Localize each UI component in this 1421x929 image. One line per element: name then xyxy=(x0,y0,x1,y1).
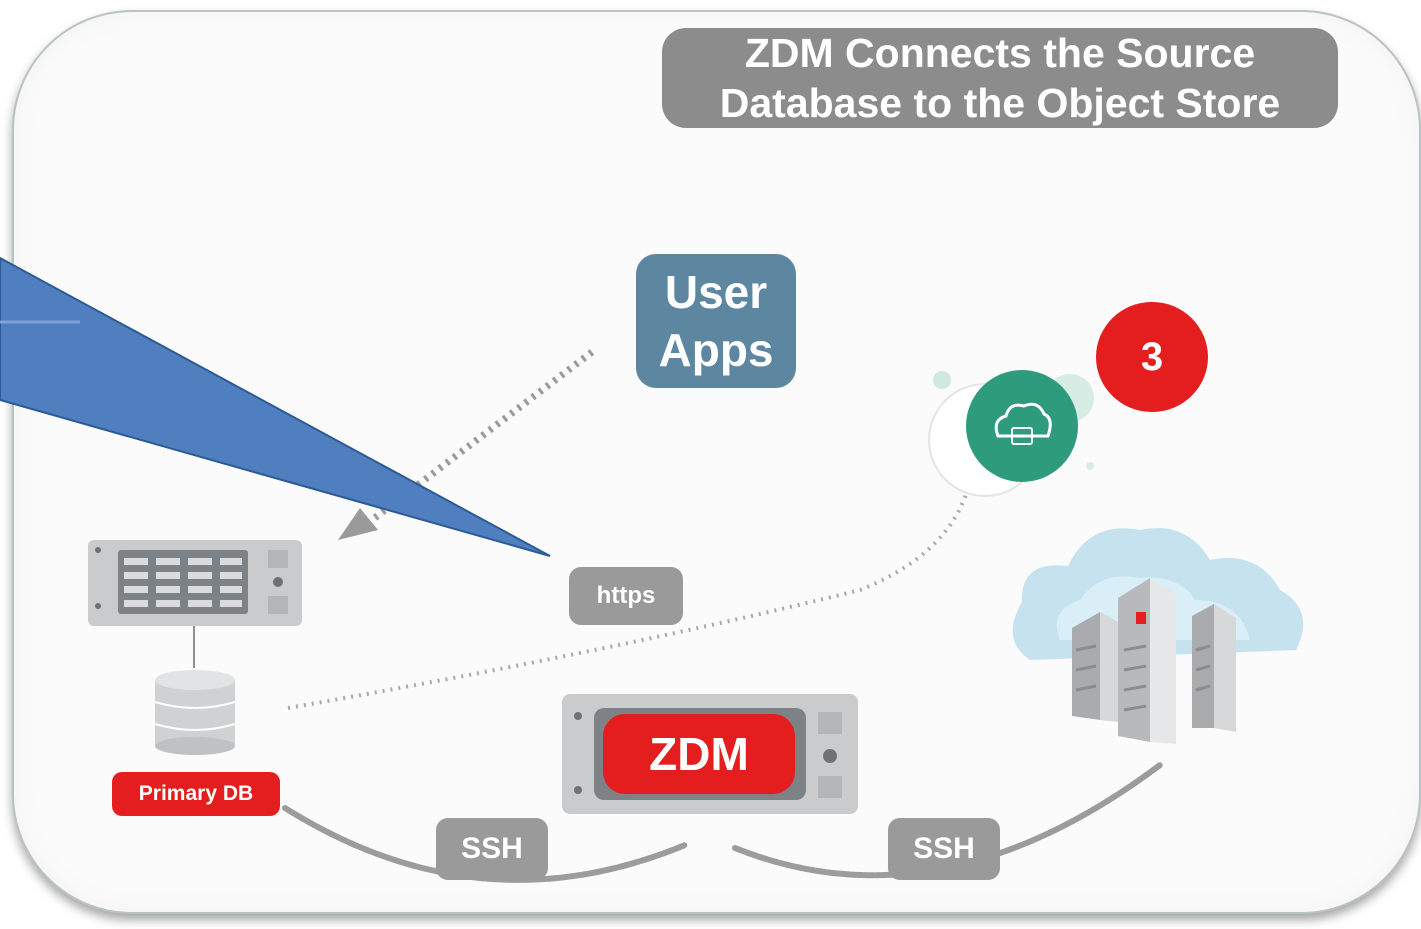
zdm-label: ZDM xyxy=(603,714,795,794)
primary-db-label: Primary DB xyxy=(112,772,280,816)
https-label: https xyxy=(569,567,683,625)
callout-pointer-icon xyxy=(0,256,551,557)
user-apps-line-2: Apps xyxy=(658,324,774,376)
ssh-left-label: SSH xyxy=(436,818,548,880)
server-rack-icon xyxy=(88,540,302,668)
user-apps-box: User Apps xyxy=(636,254,796,388)
user-apps-line-1: User xyxy=(664,266,768,318)
ssh-right-label: SSH xyxy=(888,818,1000,880)
cloud-object-store-icon xyxy=(928,370,1094,497)
https-dotted-path xyxy=(287,469,974,710)
cloud-datacenter-icon xyxy=(1012,528,1304,744)
database-cylinder-icon xyxy=(154,670,236,755)
user-apps-arrow xyxy=(338,349,595,540)
step-number-badge: 3 xyxy=(1096,302,1208,412)
title-line-1: ZDM Connects the Source xyxy=(744,30,1256,76)
title-line-2: Database to the Object Store xyxy=(719,80,1281,126)
diagram-title: ZDM Connects the Source Database to the … xyxy=(662,28,1338,128)
